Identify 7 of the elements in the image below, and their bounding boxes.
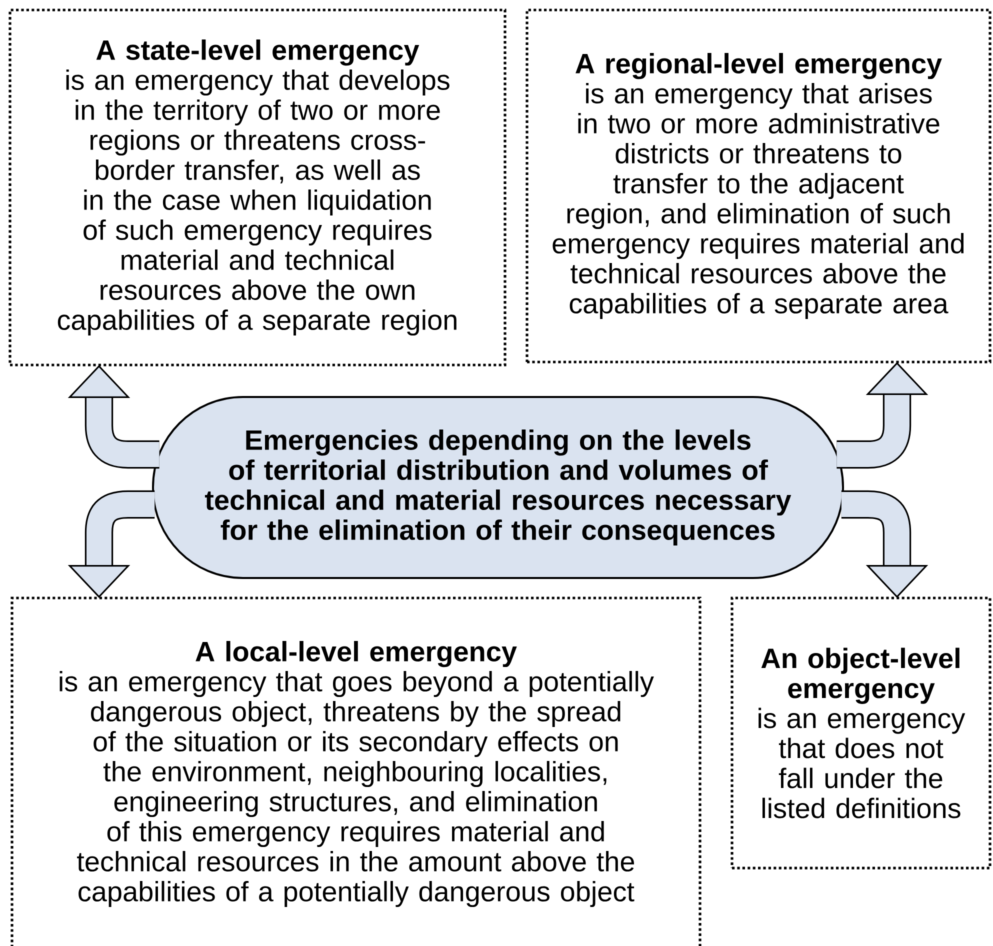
text-box: A regional-level emergency is an emergency that arises in two or more administrative districts or threatens to transfer to the adjacent region, and elimination of such emergency requires material and technical resources above the capabilities of a separate area	[526, 8, 992, 364]
block-arrow	[68, 365, 160, 469]
text-box: A local-level emergency is an emergency that goes beyond a potentially dangerous object, threatens by the spread of the situation or its secondary effects on the environment, neighbouring localities, engineering structures, and elimination of this emergency requires material and technical resources in the amount above the capabilities of a potentially dangerous object	[10, 596, 702, 946]
rounded-box: Emergencies depending on the levels of territorial distribution and volumes of technical and material resources necessary for the elimination of their consequences	[152, 396, 844, 579]
block-arrow	[841, 490, 928, 598]
text-box: A state-level emergency is an emergency that develops in the territory of two or more regions or threatens cross-border transfer, as well as in the case when liquidation of such emergency requires material and technical resources above the own capabilities of a separate region	[8, 8, 506, 366]
text-box: An object-level emergency is an emergency that does not fall under the listed definitions	[730, 596, 992, 870]
